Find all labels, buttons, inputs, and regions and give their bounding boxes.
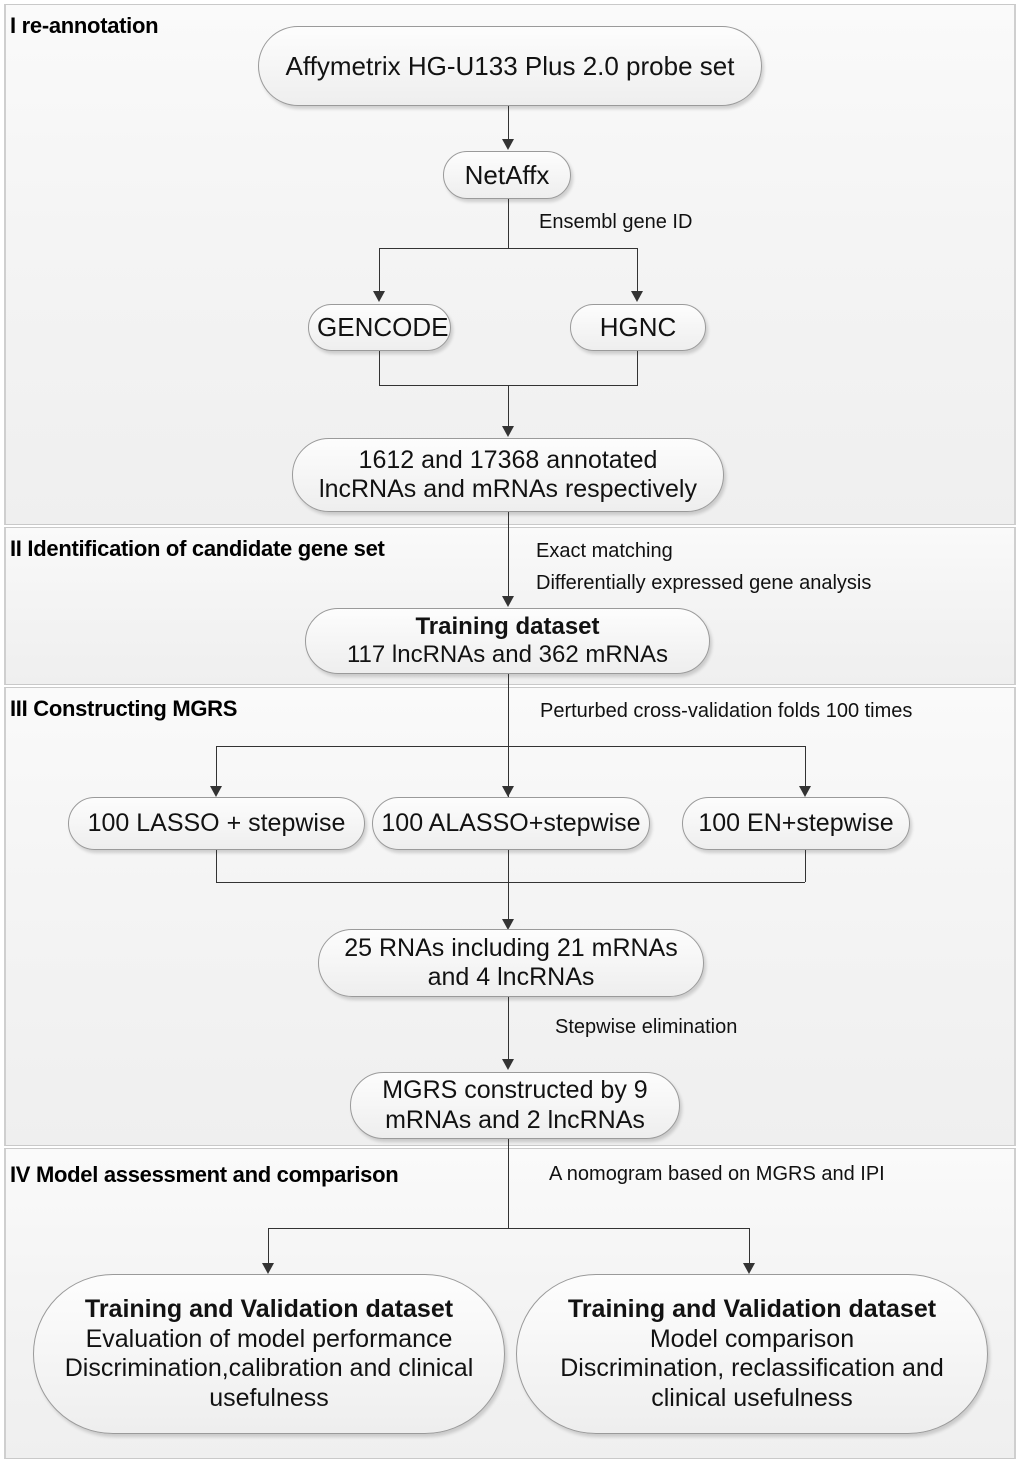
edge-lasso-down <box>216 850 217 882</box>
node-mgrs: MGRS constructed by 9 mRNAs and 2 lncRNA… <box>350 1072 680 1139</box>
node-eval-right-line4: clinical usefulness <box>651 1383 853 1412</box>
edge-eval-split-bar <box>268 1228 749 1229</box>
edge-label-nomogram: A nomogram based on MGRS and IPI <box>549 1163 885 1185</box>
edge-branch-en <box>805 746 806 788</box>
arrow-eval-right <box>743 1263 755 1274</box>
node-eval-right-line2: Model comparison <box>649 1324 855 1353</box>
node-hgnc-line1: HGNC <box>599 312 677 343</box>
arrow-mgrs <box>502 1059 514 1070</box>
edge-split-branch-bar <box>379 248 638 249</box>
node-lasso: 100 LASSO + stepwise <box>68 797 365 850</box>
edge-gencode-down <box>379 351 380 385</box>
node-eval-left-line1: Training and Validation dataset <box>84 1295 454 1323</box>
node-lasso-line1: 100 LASSO + stepwise <box>87 808 346 837</box>
arrow-training <box>502 596 514 607</box>
arrow-rnas25 <box>502 919 514 930</box>
arrow-gencode <box>373 291 385 302</box>
node-eval-right-line3: Discrimination, reclassification and <box>560 1354 944 1382</box>
arrow-eval-left <box>262 1263 274 1274</box>
arrow-lasso <box>210 786 222 797</box>
node-netaffx: NetAffx <box>443 151 571 199</box>
edge-branch-lasso <box>216 746 217 788</box>
edge-annotated-training <box>508 512 509 605</box>
node-rnas25-line2: and 4 lncRNAs <box>427 963 595 991</box>
edge-merge-three-bar <box>216 882 805 883</box>
node-eval-left-line4: usefulness <box>209 1383 329 1412</box>
edge-hgnc-down <box>637 351 638 385</box>
arrow-probeset-netaffx <box>502 139 514 150</box>
node-en: 100 EN+stepwise <box>682 797 910 850</box>
node-training-dataset-line2: 117 lncRNAs and 362 mRNAs <box>346 641 669 668</box>
edge-branch-hgnc <box>637 248 638 293</box>
edge-threeway-bar <box>216 746 805 747</box>
node-eval-left-line2: Evaluation of model performance <box>85 1324 453 1353</box>
edge-training-down <box>508 674 509 803</box>
node-eval-right: Training and Validation dataset Model co… <box>516 1274 988 1434</box>
edge-rnas25-mgrs <box>508 997 509 1061</box>
arrow-alasso <box>502 786 514 797</box>
node-training-dataset-line1: Training dataset <box>415 612 600 640</box>
node-training-dataset: Training dataset 117 lncRNAs and 362 mRN… <box>305 608 710 674</box>
node-annotated-line1: 1612 and 17368 annotated <box>358 445 658 474</box>
edge-label-exact-matching: Exact matching <box>536 540 673 562</box>
edge-merge-to-rnas25 <box>508 882 509 921</box>
node-eval-right-line1: Training and Validation dataset <box>567 1295 937 1323</box>
section-title-ii: II Identification of candidate gene set <box>10 536 385 561</box>
edge-label-perturbed-cv: Perturbed cross-validation folds 100 tim… <box>540 700 913 722</box>
node-rnas25-line1: 25 RNAs including 21 mRNAs <box>344 933 678 962</box>
node-gencode: GENCODE <box>308 304 451 351</box>
edge-label-deg-analysis: Differentially expressed gene analysis <box>536 572 872 594</box>
section-title-i: I re-annotation <box>10 13 159 38</box>
edge-netaffx-down <box>508 199 509 248</box>
node-eval-left-line3: Discrimination,calibration and clinical <box>64 1354 474 1382</box>
node-probeset-line1: Affymetrix HG-U133 Plus 2.0 probe set <box>285 50 735 81</box>
node-alasso: 100 ALASSO+stepwise <box>372 797 650 850</box>
node-en-line1: 100 EN+stepwise <box>698 808 894 837</box>
edge-label-stepwise-elimination: Stepwise elimination <box>555 1016 738 1038</box>
node-hgnc: HGNC <box>570 304 706 351</box>
edge-alasso-down <box>508 850 509 882</box>
node-annotated: 1612 and 17368 annotated lncRNAs and mRN… <box>292 438 724 512</box>
edge-branch-eval-right <box>749 1228 750 1265</box>
node-mgrs-line1: MGRS constructed by 9 <box>382 1076 648 1104</box>
section-title-iii: III Constructing MGRS <box>10 696 238 721</box>
node-rnas25: 25 RNAs including 21 mRNAs and 4 lncRNAs <box>318 929 704 997</box>
edge-merge-to-annotated <box>508 385 509 428</box>
node-mgrs-line2: mRNAs and 2 lncRNAs <box>385 1105 645 1134</box>
edge-mgrs-down <box>508 1139 509 1228</box>
arrow-en <box>799 786 811 797</box>
edge-label-ensembl: Ensembl gene ID <box>539 211 693 233</box>
node-probeset: Affymetrix HG-U133 Plus 2.0 probe set <box>258 26 762 106</box>
arrow-annotated <box>502 426 514 437</box>
node-alasso-line1: 100 ALASSO+stepwise <box>381 808 641 837</box>
node-netaffx-line1: NetAffx <box>464 159 550 190</box>
edge-branch-gencode <box>379 248 380 293</box>
section-title-iv: IV Model assessment and comparison <box>10 1162 399 1187</box>
arrow-hgnc <box>631 291 643 302</box>
node-gencode-line1: GENCODE <box>317 312 449 343</box>
node-annotated-line2: lncRNAs and mRNAs respectively <box>319 475 697 503</box>
edge-branch-eval-left <box>268 1228 269 1265</box>
edge-en-down <box>805 850 806 882</box>
node-eval-left: Training and Validation dataset Evaluati… <box>33 1274 505 1434</box>
edge-probeset-netaffx <box>508 106 509 141</box>
